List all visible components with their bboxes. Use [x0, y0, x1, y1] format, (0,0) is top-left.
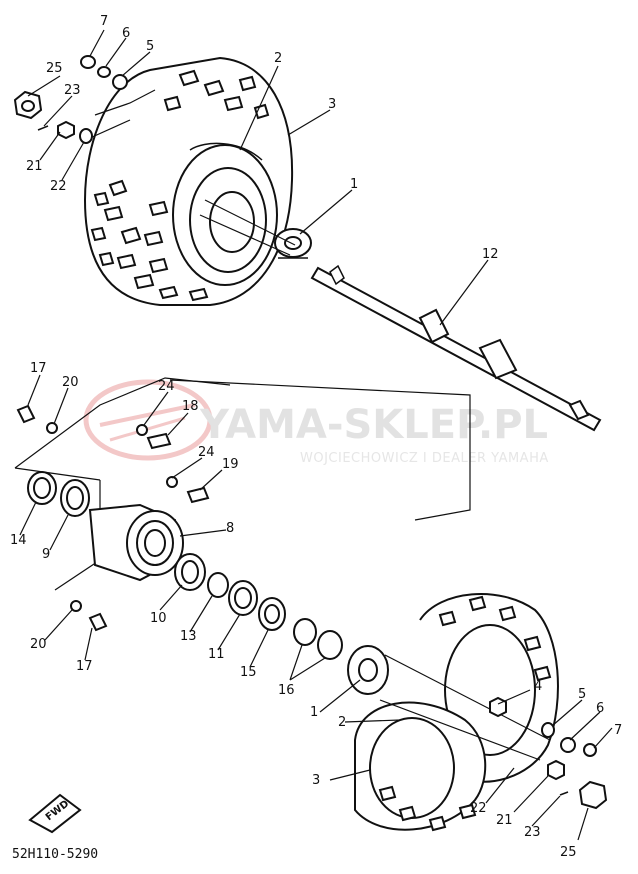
- callout-10: 10: [150, 611, 167, 626]
- watermark-logo-icon: [83, 379, 213, 461]
- callout-19: 19: [222, 457, 239, 472]
- callout-4: 4: [534, 679, 542, 694]
- callout-6-lower: 6: [596, 701, 604, 716]
- callout-1: 1: [350, 177, 358, 192]
- callout-labels: 7 6 5 25 23 2 3 21 22 1 12 17 20 24 18 2…: [10, 14, 622, 860]
- callout-21: 21: [26, 159, 43, 174]
- diagram-code: 52H110-5290: [12, 847, 98, 862]
- callout-24: 24: [158, 379, 175, 394]
- callout-8: 8: [226, 521, 234, 536]
- callout-20: 20: [62, 375, 79, 390]
- callout-20-lower: 20: [30, 637, 47, 652]
- watermark: YAMA-SKLEP.PL WOJCIECHOWICZ I DEALER YAM…: [83, 379, 549, 466]
- callout-24-lower: 24: [198, 445, 215, 460]
- callout-7-lower: 7: [614, 723, 622, 738]
- axle-hub-assembly: [14, 377, 471, 660]
- callout-23: 23: [64, 83, 81, 98]
- bottom-tire-assembly: [347, 593, 608, 832]
- fwd-arrow-icon: FWD: [28, 793, 82, 834]
- callout-3: 3: [328, 97, 336, 112]
- callout-3-lower: 3: [312, 773, 320, 788]
- callout-13: 13: [180, 629, 197, 644]
- callout-14: 14: [10, 533, 27, 548]
- watermark-title: YAMA-SKLEP.PL: [199, 402, 548, 448]
- callout-18: 18: [182, 399, 199, 414]
- callout-16: 16: [278, 683, 295, 698]
- callout-11: 11: [208, 647, 225, 662]
- leader-lines: [19, 29, 613, 841]
- callout-22-lower: 22: [470, 801, 487, 816]
- callout-5: 5: [146, 39, 154, 54]
- callout-23-lower: 23: [524, 825, 541, 840]
- callout-1-lower: 1: [310, 705, 318, 720]
- axle-shaft: [310, 264, 602, 432]
- callout-6: 6: [122, 26, 130, 41]
- callout-22: 22: [50, 179, 67, 194]
- callout-2: 2: [274, 51, 282, 66]
- watermark-subtitle: WOJCIECHOWICZ I DEALER YAMAHA: [300, 451, 549, 466]
- callout-5-lower: 5: [578, 687, 586, 702]
- callout-21-lower: 21: [496, 813, 513, 828]
- callout-7: 7: [100, 14, 108, 29]
- callout-25-lower: 25: [560, 845, 577, 860]
- callout-25: 25: [46, 61, 63, 76]
- top-tire-assembly: [83, 56, 312, 306]
- callout-9: 9: [42, 547, 50, 562]
- callout-17-lower: 17: [76, 659, 93, 674]
- callout-2-lower: 2: [338, 715, 346, 730]
- top-small-parts: [13, 55, 128, 144]
- callout-17: 17: [30, 361, 47, 376]
- callout-12: 12: [482, 247, 499, 262]
- callout-15: 15: [240, 665, 257, 680]
